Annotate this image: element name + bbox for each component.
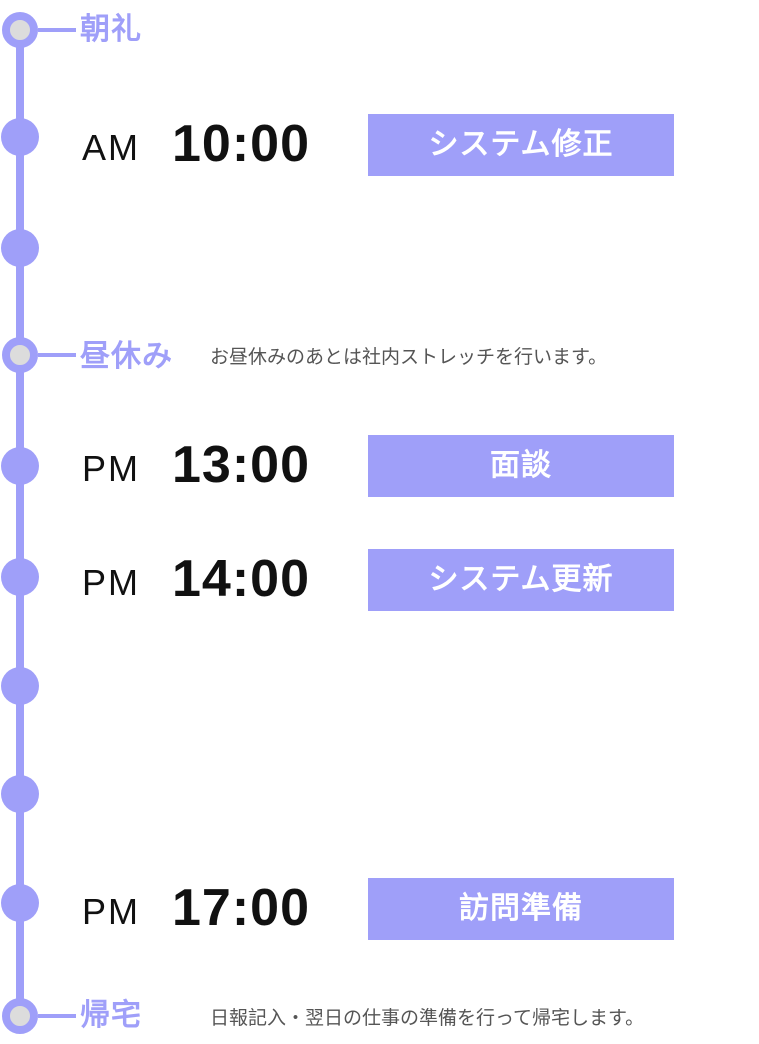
time-period: PM — [82, 562, 140, 603]
time-value: 13:00 — [172, 436, 310, 494]
timeline-node — [1, 558, 39, 596]
timeline-rail — [16, 28, 24, 1016]
timeline-node — [1, 884, 39, 922]
connector-line — [38, 1014, 76, 1018]
timeline-node — [1, 229, 39, 267]
timeline-node — [1, 667, 39, 705]
heading-morning-meeting: 朝礼 — [80, 12, 142, 47]
schedule-row-1300: PM 13:00 面談 — [82, 435, 682, 497]
end-note: 日報記入・翌日の仕事の準備を行って帰宅します。 — [210, 1007, 645, 1029]
task-label: 面談 — [368, 435, 674, 497]
task-label: 訪問準備 — [368, 878, 674, 940]
timeline-node — [1, 118, 39, 156]
timeline-node — [1, 447, 39, 485]
heading-lunch-break: 昼休み — [80, 339, 173, 374]
task-label: システム修正 — [368, 114, 674, 176]
time-value: 17:00 — [172, 879, 310, 937]
time-period: AM — [82, 127, 140, 168]
lunch-note: お昼休みのあとは社内ストレッチを行います。 — [210, 346, 608, 368]
timeline-milestone-node-lunch — [2, 337, 38, 373]
schedule-row-1400: PM 14:00 システム更新 — [82, 549, 682, 611]
time-period: PM — [82, 448, 140, 489]
timeline-milestone-node-end — [2, 998, 38, 1034]
task-label: システム更新 — [368, 549, 674, 611]
time-value: 14:00 — [172, 550, 310, 608]
time-period: PM — [82, 891, 140, 932]
time-value: 10:00 — [172, 115, 310, 173]
connector-line — [38, 353, 76, 357]
schedule-row-1000: AM 10:00 システム修正 — [82, 114, 682, 176]
connector-line — [38, 28, 76, 32]
timeline-node — [1, 775, 39, 813]
schedule-row-1700: PM 17:00 訪問準備 — [82, 878, 682, 940]
heading-go-home: 帰宅 — [80, 998, 142, 1033]
timeline-milestone-node-start — [2, 12, 38, 48]
